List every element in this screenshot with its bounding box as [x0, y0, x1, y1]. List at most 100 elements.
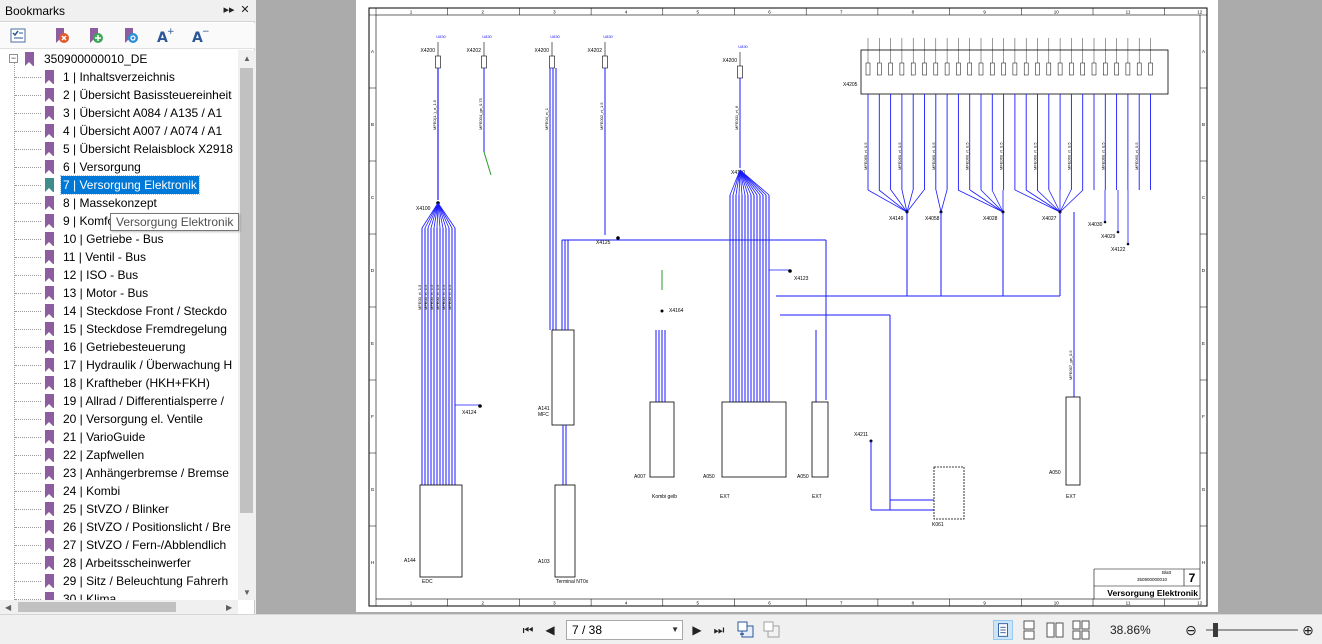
continuous-facing-view-icon[interactable] — [1071, 620, 1091, 640]
bookmark-item[interactable]: 18 | Kraftheber (HKH+FKH) — [0, 374, 238, 392]
bookmark-item[interactable]: 22 | Zapfwellen — [0, 446, 238, 464]
bookmark-item[interactable]: 1 | Inhaltsverzeichnis — [0, 68, 238, 86]
first-page-icon[interactable]: ⏮ — [522, 623, 534, 637]
wire — [739, 169, 746, 196]
bookmark-icon — [45, 160, 54, 174]
vertical-scroll-thumb[interactable] — [240, 68, 253, 513]
bookmark-options-icon[interactable] — [9, 26, 29, 46]
bookmark-item[interactable]: 6 | Versorgung — [0, 158, 238, 176]
bookmark-item[interactable]: 19 | Allrad / Differentialsperre / — [0, 392, 238, 410]
bookmark-root[interactable]: − 350900000010_DE — [0, 50, 238, 68]
find-bookmark-icon[interactable] — [121, 26, 141, 46]
add-bookmark-icon[interactable] — [86, 26, 106, 46]
zoom-slider[interactable] — [1206, 629, 1298, 631]
previous-view-icon[interactable] — [736, 620, 756, 640]
component-box — [419, 484, 463, 578]
bookmark-item[interactable]: 17 | Hydraulik / Überwachung H — [0, 356, 238, 374]
page-dropdown-icon[interactable]: ▼ — [671, 625, 679, 634]
collapse-panel-icon[interactable]: ▸▸ — [223, 4, 235, 16]
bookmark-item[interactable]: 14 | Steckdose Front / Steckdo — [0, 302, 238, 320]
wire — [878, 189, 908, 213]
bookmark-item[interactable]: 15 | Steckdose Fremdregelung — [0, 320, 238, 338]
bookmark-item[interactable]: 5 | Übersicht Relaisblock X2918 — [0, 140, 238, 158]
bookmark-item[interactable]: 28 | Arbeitsscheinwerfer — [0, 554, 238, 572]
bookmark-item[interactable]: 27 | StVZO / Fern-/Abblendlich — [0, 536, 238, 554]
page-number-input[interactable]: 7 / 38 ▼ — [566, 620, 683, 640]
connector-label: X4122 — [1111, 247, 1126, 253]
scroll-left-icon[interactable]: ◀ — [5, 603, 12, 612]
bookmark-item[interactable]: 8 | Massekonzept — [0, 194, 238, 212]
fuse-symbol — [549, 55, 555, 69]
zoom-slider-thumb[interactable] — [1213, 623, 1218, 637]
scroll-right-icon[interactable]: ▶ — [226, 603, 233, 612]
facing-view-icon[interactable] — [1045, 620, 1065, 640]
tree-collapse-icon[interactable]: − — [9, 53, 18, 63]
bookmark-item[interactable]: 20 | Versorgung el. Ventile — [0, 410, 238, 428]
scroll-up-icon[interactable]: ▲ — [243, 54, 251, 63]
bookmark-item[interactable]: 11 | Ventil - Bus — [0, 248, 238, 266]
bookmark-icon — [25, 52, 34, 66]
bookmark-icon — [45, 142, 54, 156]
bookmark-item[interactable]: 23 | Anhängerbremse / Bremse — [0, 464, 238, 482]
continuous-view-icon[interactable] — [1019, 620, 1039, 640]
single-page-view-icon[interactable] — [993, 620, 1013, 640]
wire-label: MFE060_rt_0.5 — [863, 142, 868, 170]
junction — [788, 269, 792, 273]
increase-font-icon[interactable]: A + — [155, 26, 175, 46]
fuse-voltage: U830 — [603, 34, 613, 39]
fuse-symbol — [1046, 62, 1052, 76]
wire — [483, 151, 492, 176]
title-block-label: Blatt — [1162, 570, 1172, 575]
bookmark-item[interactable]: 30 | Klima — [0, 590, 238, 600]
delete-bookmark-icon[interactable] — [52, 26, 72, 46]
row-letter: H — [1202, 560, 1205, 565]
next-page-icon[interactable]: ▶ — [692, 623, 702, 637]
scroll-down-icon[interactable]: ▼ — [243, 588, 251, 597]
bookmark-item-label: 19 | Allrad / Differentialsperre / — [63, 394, 224, 408]
bookmark-icon — [45, 304, 54, 318]
bookmark-item[interactable]: 2 | Übersicht Basissteuereinheit — [0, 86, 238, 104]
wire — [957, 189, 1004, 213]
bookmark-item[interactable]: 7 | Versorgung Elektronik — [0, 175, 238, 195]
bookmarks-vertical-scrollbar[interactable]: ▲ ▼ — [238, 50, 255, 600]
row-letter: A — [1202, 49, 1205, 54]
bookmark-icon — [45, 376, 54, 390]
bookmark-item[interactable]: 25 | StVZO / Blinker — [0, 500, 238, 518]
bookmark-item[interactable]: 12 | ISO - Bus — [0, 266, 238, 284]
next-view-icon[interactable] — [762, 620, 782, 640]
fuse-voltage: U830 — [482, 34, 492, 39]
bookmark-item[interactable]: 26 | StVZO / Positionslicht / Bre — [0, 518, 238, 536]
column-number: 1 — [410, 10, 413, 15]
horizontal-scroll-thumb[interactable] — [18, 602, 176, 612]
bookmark-item[interactable]: 10 | Getriebe - Bus — [0, 230, 238, 248]
column-number: 7 — [840, 601, 843, 606]
zoom-in-icon[interactable]: ⊕ — [1302, 622, 1314, 638]
zoom-out-icon[interactable]: ⊖ — [1185, 622, 1197, 638]
bookmark-icon — [45, 196, 54, 210]
bookmark-item[interactable]: 21 | VarioGuide — [0, 428, 238, 446]
bookmarks-horizontal-scrollbar[interactable]: ◀ ▶ — [0, 600, 238, 614]
fuse-symbol — [1023, 62, 1029, 76]
close-panel-icon[interactable]: ✕ — [240, 4, 250, 16]
bookmark-item[interactable]: 16 | Getriebesteuerung — [0, 338, 238, 356]
fuse-symbol — [737, 65, 743, 79]
bookmark-item-label: 15 | Steckdose Fremdregelung — [63, 322, 227, 336]
relay-box — [933, 466, 965, 520]
bookmark-item[interactable]: 29 | Sitz / Beleuchtung Fahrerh — [0, 572, 238, 590]
bookmark-item[interactable]: 3 | Übersicht A084 / A135 / A1 — [0, 104, 238, 122]
zoom-level[interactable]: 38.86% — [1110, 623, 1151, 637]
bookmark-item[interactable]: 4 | Übersicht A007 / A074 / A1 — [0, 122, 238, 140]
wire — [739, 169, 752, 196]
bookmark-item[interactable]: 24 | Kombi — [0, 482, 238, 500]
previous-page-icon[interactable]: ◀ — [545, 623, 555, 637]
column-number: 6 — [768, 10, 771, 15]
last-page-icon[interactable]: ⏭ — [713, 623, 725, 637]
bookmark-item[interactable]: 13 | Motor - Bus — [0, 284, 238, 302]
wire-label: MFE060_rt_0.5 — [1100, 142, 1105, 170]
wire-label: MFE060_rt_0.5 — [999, 142, 1004, 170]
decrease-font-icon[interactable]: A − — [190, 26, 210, 46]
fuse-symbol — [1035, 62, 1040, 76]
bookmark-item-label: 26 | StVZO / Positionslicht / Bre — [63, 520, 231, 534]
